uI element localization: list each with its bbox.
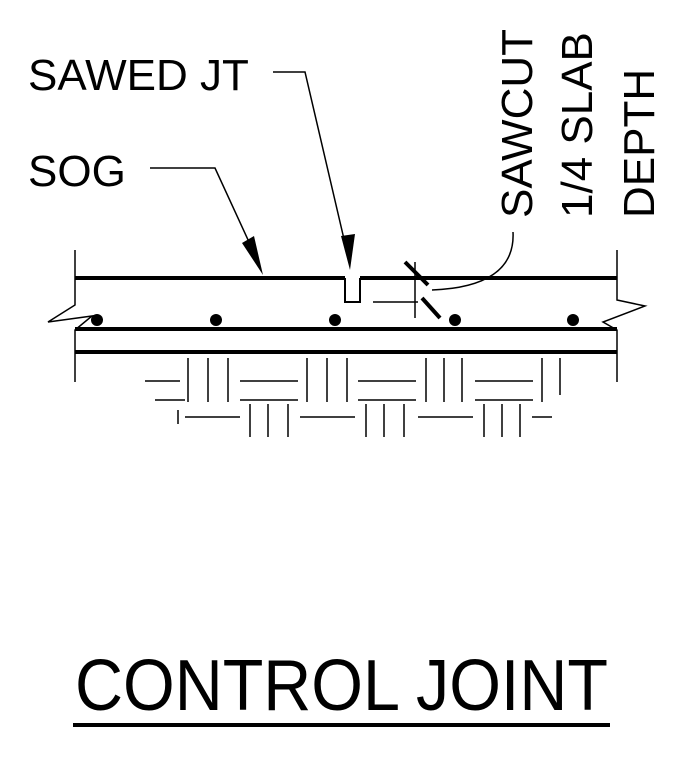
rebar-dots bbox=[91, 314, 579, 326]
sawed-jt-arrowhead bbox=[341, 234, 355, 270]
rebar-dot bbox=[449, 314, 461, 326]
sawed-jt-leader bbox=[273, 71, 348, 253]
sawcut-label-line3: DEPTH bbox=[615, 69, 664, 218]
sog-label: SOG bbox=[28, 147, 126, 196]
slab-on-grade bbox=[47, 250, 648, 382]
sawed-jt-label: SAWED JT bbox=[28, 51, 249, 100]
sawcut-label-line2: 1/4 SLAB bbox=[553, 32, 602, 218]
sawcut-leader bbox=[431, 231, 514, 291]
sawcut-depth-dimension bbox=[373, 260, 442, 320]
left-break-line bbox=[47, 250, 95, 382]
rebar-dot bbox=[210, 314, 222, 326]
detail-title: CONTROL JOINT bbox=[75, 646, 608, 726]
sawed-joint-notch bbox=[344, 278, 361, 303]
dimension-tick-top bbox=[403, 260, 430, 287]
sog-arrowhead bbox=[242, 236, 263, 275]
sawcut-label-line1: SAWCUT bbox=[493, 29, 542, 218]
leader-arrowheads bbox=[242, 234, 355, 275]
dimension-tick-bottom bbox=[420, 296, 442, 320]
sog-leader bbox=[150, 167, 256, 256]
rebar-dot bbox=[329, 314, 341, 326]
leaders bbox=[150, 71, 514, 291]
earth-hatch bbox=[145, 358, 561, 437]
rebar-dot bbox=[567, 314, 579, 326]
rebar-dot bbox=[91, 314, 103, 326]
right-break-line bbox=[601, 250, 648, 382]
